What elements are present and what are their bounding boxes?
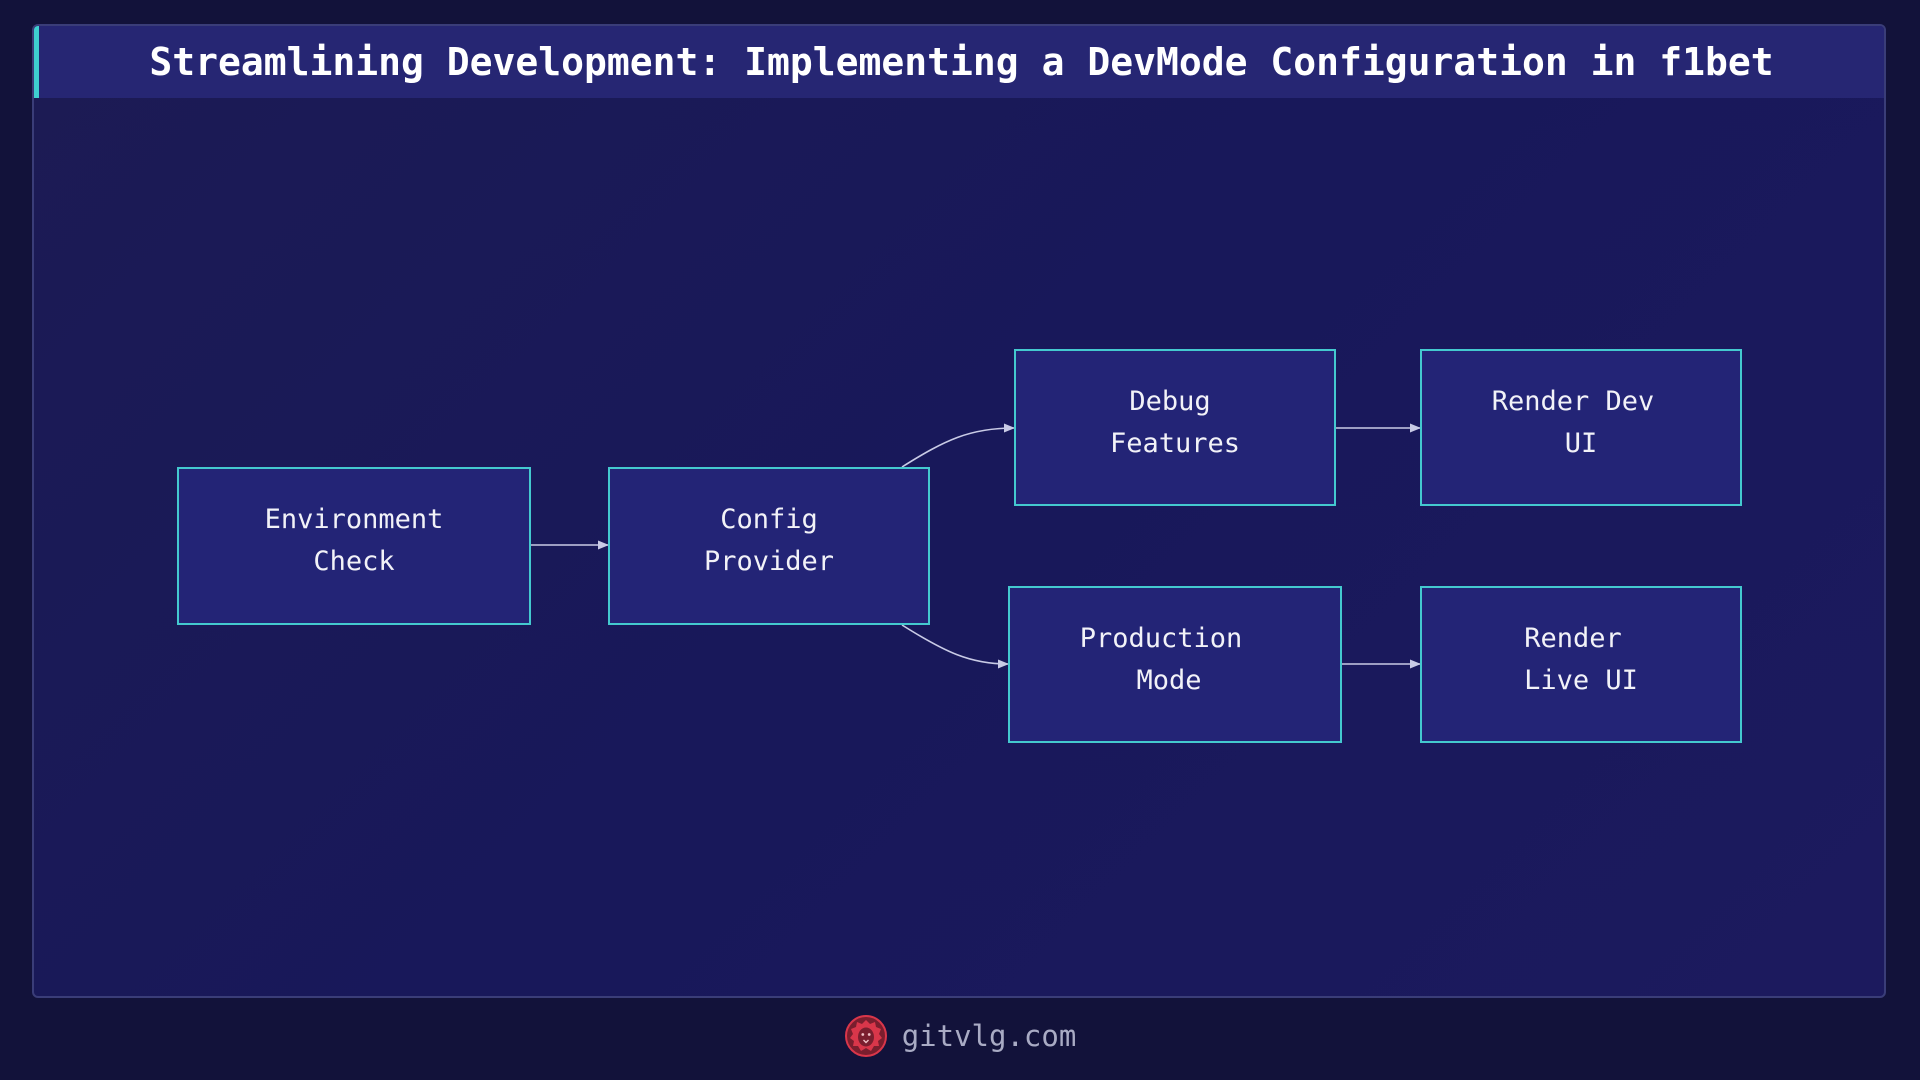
node-production-mode-line-2: Mode — [1136, 665, 1201, 696]
node-debug-features-line-2: Features — [1110, 428, 1240, 459]
node-environment-check-line-1: Environment — [265, 504, 444, 535]
node-debug-features: Debug Features — [1014, 349, 1336, 506]
node-render-dev-ui: Render Dev UI — [1420, 349, 1742, 506]
node-config-provider-line-1: Config — [720, 504, 818, 535]
node-render-live-ui-line-1: Render — [1524, 623, 1622, 654]
node-config-provider: Config Provider — [608, 467, 930, 625]
node-environment-check: Environment Check — [177, 467, 531, 625]
node-render-live-ui: Render Live UI — [1420, 586, 1742, 743]
page-title: Streamlining Development: Implementing a… — [149, 40, 1774, 84]
node-environment-check-line-2: Check — [313, 546, 394, 577]
node-render-dev-ui-line-2: UI — [1565, 428, 1598, 459]
node-render-dev-ui-line-1: Render Dev — [1492, 386, 1655, 417]
edge-config-to-debug — [901, 423, 1016, 468]
edge-config-to-prod — [901, 624, 1010, 669]
node-debug-features-line-1: Debug — [1129, 386, 1210, 417]
title-bar: Streamlining Development: Implementing a… — [34, 26, 1884, 98]
footer: gitvlg.com — [0, 1014, 1920, 1058]
lion-icon — [844, 1015, 887, 1057]
node-render-live-ui-line-2: Live UI — [1524, 665, 1638, 696]
footer-site-label: gitvlg.com — [901, 1019, 1077, 1053]
node-config-provider-line-2: Provider — [704, 546, 834, 577]
node-production-mode: Production Mode — [1008, 586, 1342, 743]
node-production-mode-line-1: Production — [1080, 623, 1243, 654]
